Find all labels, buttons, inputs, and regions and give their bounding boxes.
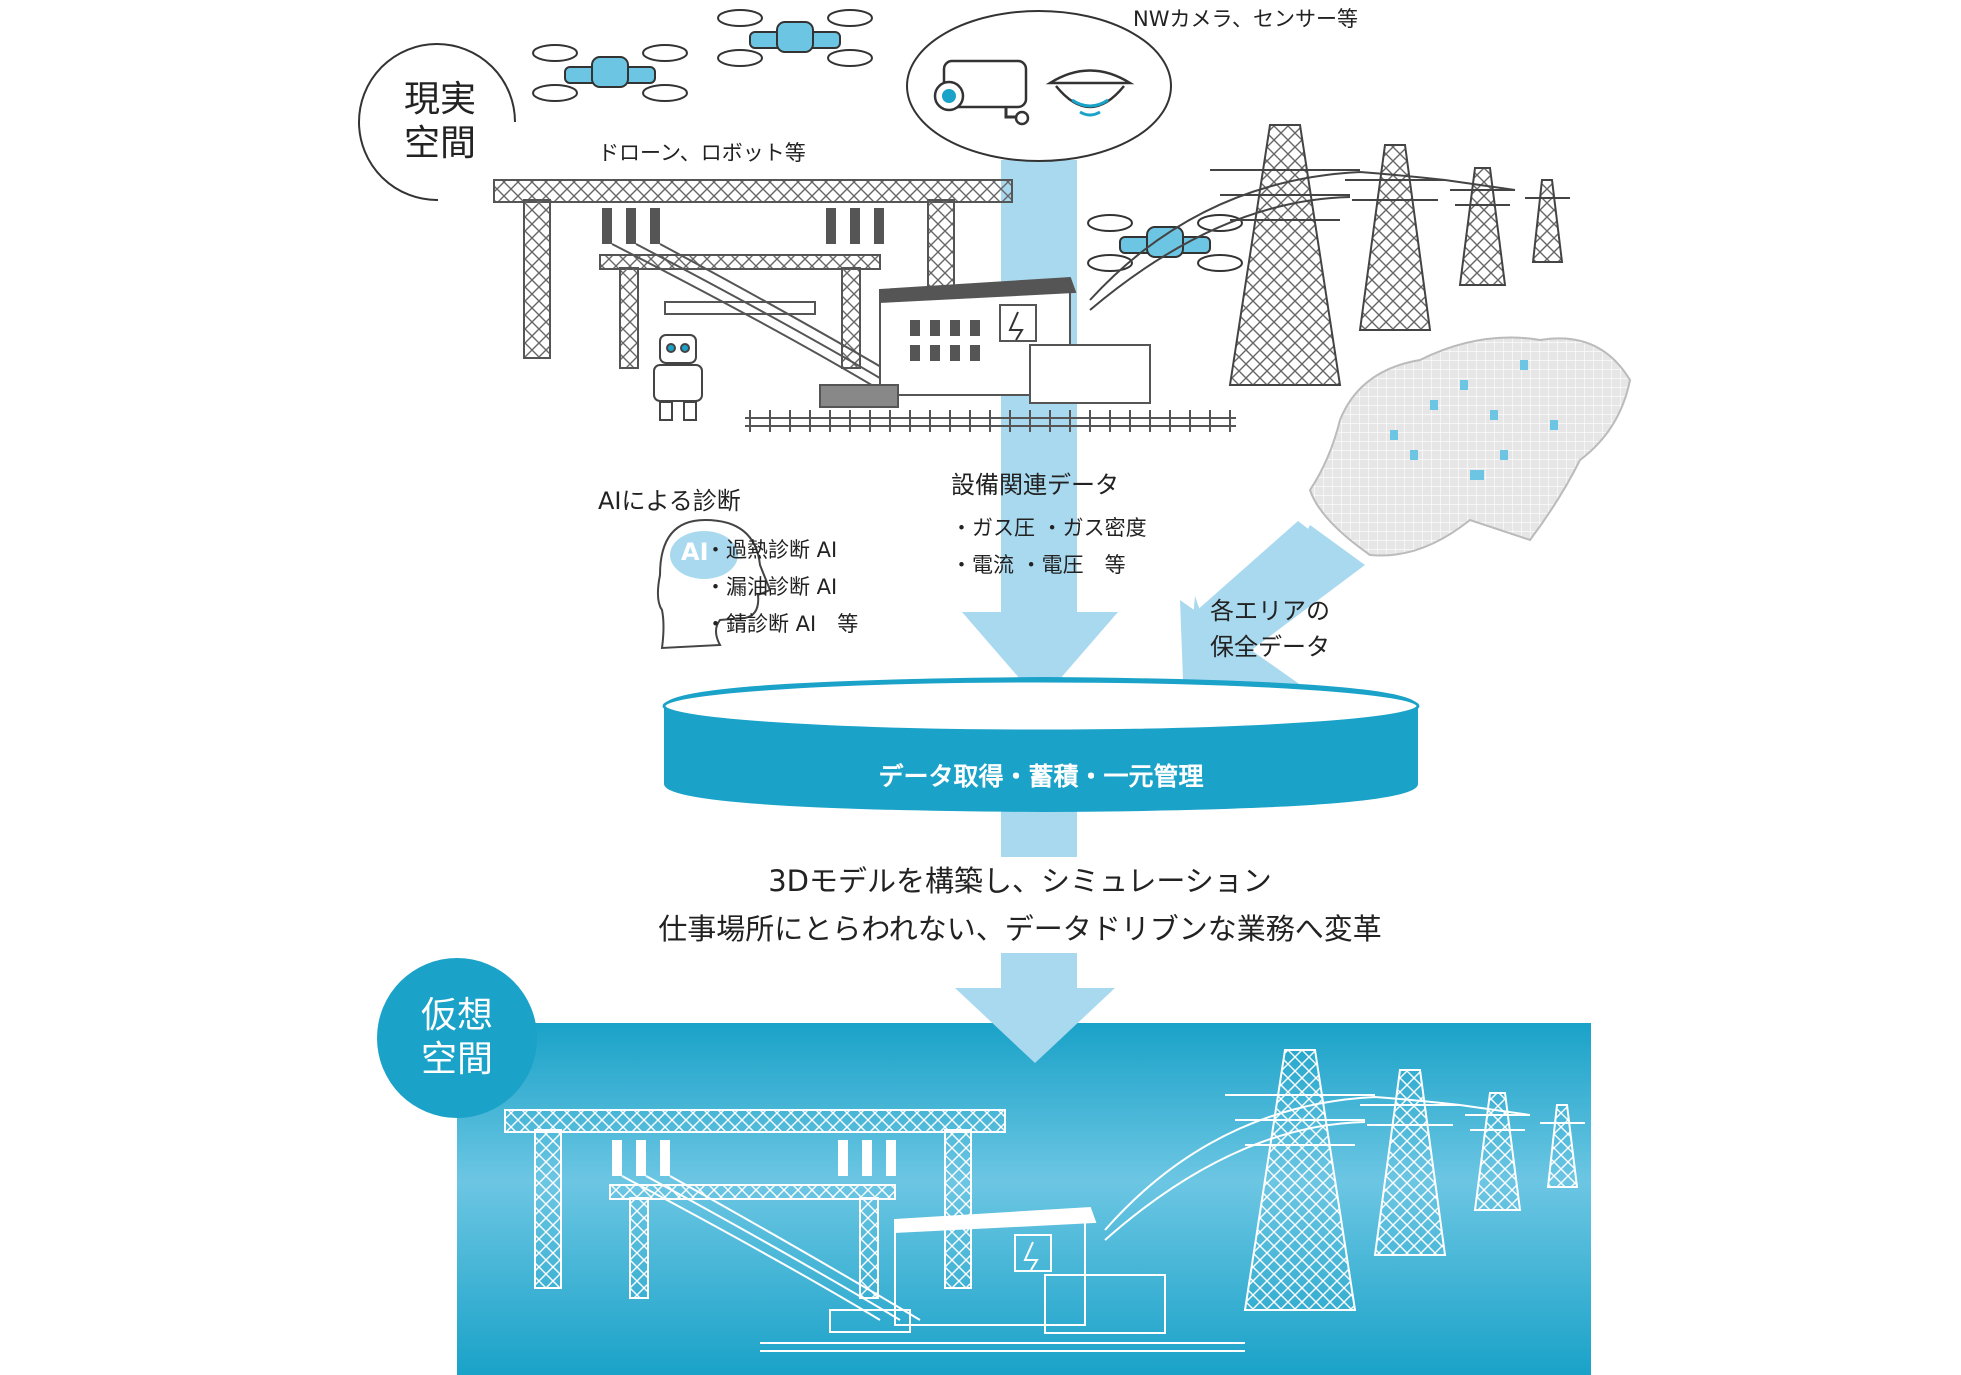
real-space-label-line1: 現実 <box>403 79 476 120</box>
virtual-power-towers <box>1104 1049 1585 1311</box>
summary-line1: 3Dモデルを構築し、シミュレーション <box>768 864 1272 898</box>
ai-badge: AI <box>681 538 709 566</box>
ai-item-overheat: ・過熱診断 AI <box>705 538 838 562</box>
summary-text: 3Dモデルを構築し、シミュレーション 仕事場所にとらわれない、データドリブンな業… <box>560 857 1480 953</box>
drone-icon <box>1087 214 1243 272</box>
robot-icon <box>653 334 703 421</box>
equipment-data-list: ・ガス圧 ・ガス密度 ・電流 ・電圧 等 <box>951 510 1147 584</box>
ai-item-oil-leak: ・漏油診断 AI <box>705 575 838 599</box>
real-substation <box>493 179 1236 432</box>
central-data-band <box>662 677 1420 812</box>
central-band-label: データ取得・蓄積・一元管理 <box>878 762 1204 791</box>
maintenance-map <box>1308 336 1632 557</box>
area-data-line2: 保全データ <box>1210 633 1330 661</box>
drone-icon <box>532 44 688 102</box>
ai-head-icon <box>656 518 772 650</box>
virtual-space-label-line2: 空間 <box>420 1039 493 1080</box>
real-power-towers <box>1089 124 1570 386</box>
ai-section-title: AIによる診断 <box>598 487 741 515</box>
drone-icon <box>717 9 873 67</box>
camera-bubble <box>906 10 1172 162</box>
virtual-space-label-line1: 仮想 <box>420 995 493 1036</box>
ai-diagnosis-list: ・過熱診断 AI ・漏油診断 AI ・錆診断 AI 等 <box>705 532 858 643</box>
equipment-item-gas: ・ガス圧 ・ガス密度 <box>951 516 1147 540</box>
summary-line2: 仕事場所にとらわれない、データドリブンな業務へ変革 <box>658 912 1382 946</box>
virtual-substation <box>504 1109 1245 1352</box>
area-data-label: 各エリアの 保全データ <box>1210 593 1330 665</box>
real-space-label-line2: 空間 <box>403 123 476 164</box>
area-data-line1: 各エリアの <box>1210 597 1330 625</box>
equipment-data-title: 設備関連データ <box>951 471 1119 499</box>
virtual-space-label: 仮想 空間 <box>417 994 497 1082</box>
camera-caption: NWカメラ、センサー等 <box>1133 7 1359 31</box>
virtual-space-circle <box>377 958 537 1118</box>
sensor-icon <box>1045 69 1135 117</box>
ai-item-rust: ・錆診断 AI 等 <box>705 612 859 636</box>
equipment-item-current: ・電流 ・電圧 等 <box>951 553 1126 577</box>
drone-caption: ドローン、ロボット等 <box>598 141 806 165</box>
camera-icon <box>933 59 1030 126</box>
real-space-label: 現実 空間 <box>400 78 480 166</box>
real-space-circle <box>358 43 516 202</box>
